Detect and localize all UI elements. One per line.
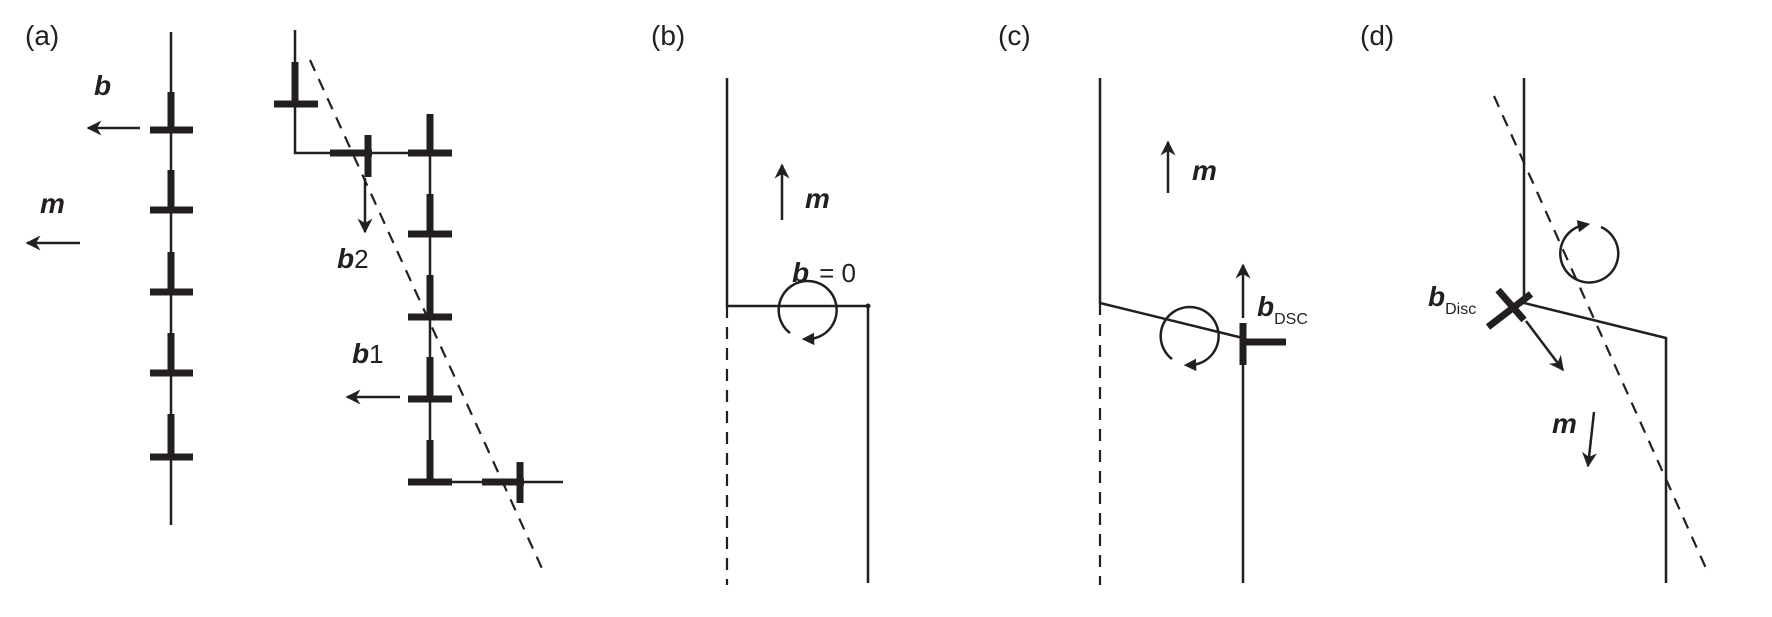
- panel-c: (c) m bDSC: [998, 20, 1308, 585]
- panel-b-label: (b): [651, 20, 685, 51]
- panel-a: (a) b m: [25, 20, 563, 576]
- stepped-boundary: [274, 30, 563, 576]
- step-line: [293, 30, 563, 484]
- b-dsc-label: bDSC: [1257, 291, 1308, 328]
- b2-label: b2: [337, 243, 369, 274]
- panel-d: (d) bDisc m: [1360, 20, 1711, 583]
- dislocation-symbols-left: [150, 92, 193, 461]
- rotation-icon: [777, 279, 838, 346]
- disc-dislocation-cap: [1485, 291, 1534, 330]
- tilt-boundary-left: [150, 32, 193, 525]
- step-boundary: [725, 78, 870, 583]
- b-disc-arrow: [1525, 320, 1564, 372]
- migration-arrow: [1582, 411, 1597, 468]
- rotation-icon: [1159, 305, 1220, 372]
- panel-c-label: (c): [998, 20, 1031, 51]
- step-corner-dot: [865, 303, 871, 309]
- step-boundary: [1098, 78, 1245, 583]
- b1-label: b1: [352, 338, 384, 369]
- migration-label: m: [1192, 155, 1217, 186]
- migration-label: m: [805, 183, 830, 214]
- b-disc-label: bDisc: [1428, 281, 1476, 318]
- panel-b: (b) m b= 0: [651, 20, 871, 585]
- migration-label: m: [40, 188, 65, 219]
- panel-a-label: (a): [25, 20, 59, 51]
- step-boundary: [1522, 78, 1668, 583]
- migration-label: m: [1552, 408, 1577, 439]
- panel-d-label: (d): [1360, 20, 1394, 51]
- average-boundary-dashed: [1492, 95, 1711, 576]
- burgers-vector-label: b: [94, 70, 111, 101]
- rotation-icon: [1559, 220, 1620, 284]
- b-zero-label: b= 0: [792, 257, 856, 288]
- disc-dislocation-stem: [1495, 287, 1527, 323]
